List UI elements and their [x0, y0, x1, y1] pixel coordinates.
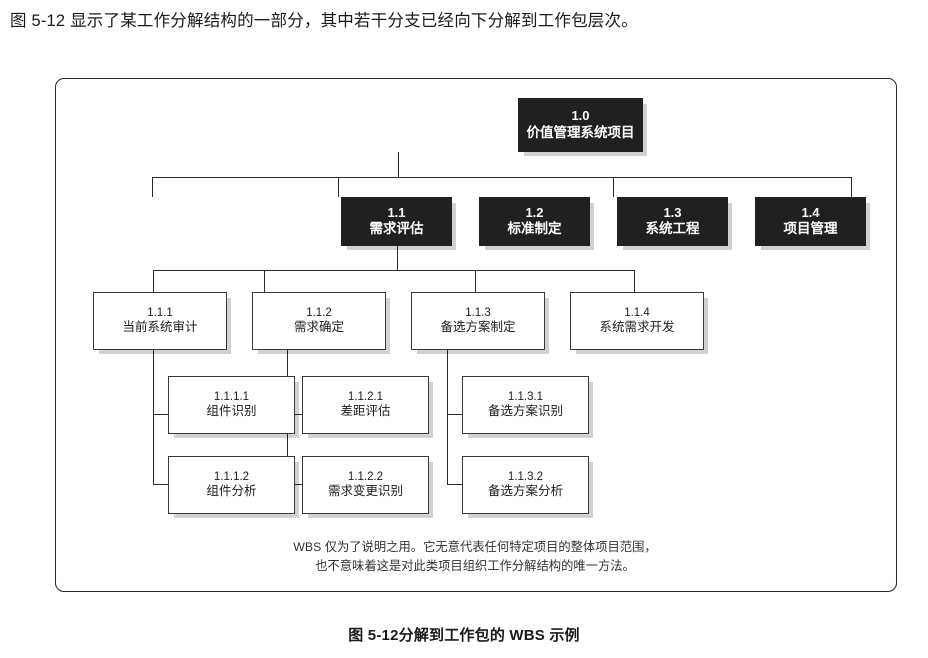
wbs-node-label: 备选方案制定	[440, 320, 516, 335]
wbs-node-1-1-1-2[interactable]: 1.1.1.2 组件分析	[168, 456, 295, 514]
wbs-node-label: 项目管理	[783, 221, 838, 237]
connector-to-1-2	[338, 177, 340, 197]
wbs-node-code: 1.1.2	[306, 307, 332, 319]
wbs-node-label: 组件分析	[206, 484, 257, 499]
footnote-line-1: WBS 仅为了说明之用。它无意代表任何特定项目的整体项目范围，	[293, 540, 657, 554]
wbs-node-code: 1.1.2.1	[347, 391, 384, 403]
wbs-node-label: 备选方案分析	[487, 484, 563, 499]
wbs-node-label: 需求变更识别	[327, 484, 403, 499]
wbs-node-label: 当前系统审计	[122, 320, 198, 335]
wbs-node-code: 1.2	[525, 204, 544, 220]
wbs-node-code: 1.3	[663, 204, 682, 220]
connector-to-1-3	[613, 177, 615, 197]
connector-1-1-3-trunk	[447, 350, 449, 485]
connector-to-1-4	[851, 177, 853, 197]
wbs-node-1-3[interactable]: 1.3 系统工程	[617, 197, 728, 246]
wbs-node-label: 需求确定	[293, 320, 344, 335]
wbs-node-1-1-1-1[interactable]: 1.1.1.1 组件识别	[168, 376, 295, 434]
wbs-node-1-1-1[interactable]: 1.1.1 当前系统审计	[93, 292, 227, 350]
connector-to-1-1-3	[475, 270, 477, 292]
figure-caption: 图 5-12分解到工作包的 WBS 示例	[348, 627, 580, 644]
diagram-frame: 1.0 价值管理系统项目 1.1 需求评估 1.2 标准制定 1.3 系统工程 …	[55, 78, 897, 592]
diagram-footnote: WBS 仅为了说明之用。它无意代表任何特定项目的整体项目范围， 也不意味着这是对…	[230, 538, 720, 576]
wbs-node-code: 1.1.3.2	[507, 471, 544, 483]
wbs-node-code: 1.1.3	[465, 307, 491, 319]
wbs-node-1-1-3-2[interactable]: 1.1.3.2 备选方案分析	[462, 456, 589, 514]
wbs-node-1-1-2-1[interactable]: 1.1.2.1 差距评估	[302, 376, 429, 434]
connector-1-1-drop	[397, 246, 399, 271]
wbs-node-code: 1.0	[571, 108, 590, 124]
wbs-node-code: 1.1.3.1	[507, 391, 544, 403]
connector-1-1-3-2-stub	[447, 484, 462, 486]
wbs-node-code: 1.1.4	[624, 307, 650, 319]
connector-to-1-1-2	[264, 270, 266, 292]
wbs-node-1-2[interactable]: 1.2 标准制定	[479, 197, 590, 246]
connector-1-1-1-1-stub	[153, 414, 168, 416]
wbs-node-1-1-3-1[interactable]: 1.1.3.1 备选方案识别	[462, 376, 589, 434]
wbs-node-1-1-2[interactable]: 1.1.2 需求确定	[252, 292, 386, 350]
connector-level3-bus	[153, 270, 634, 272]
wbs-node-1-0[interactable]: 1.0 价值管理系统项目	[518, 98, 643, 152]
connector-to-1-1-4	[634, 270, 636, 292]
wbs-node-code: 1.1.1	[147, 307, 173, 319]
wbs-node-label: 价值管理系统项目	[526, 124, 635, 140]
wbs-node-1-1-3[interactable]: 1.1.3 备选方案制定	[411, 292, 545, 350]
wbs-node-1-1-4[interactable]: 1.1.4 系统需求开发	[570, 292, 704, 350]
wbs-node-1-1[interactable]: 1.1 需求评估	[341, 197, 452, 246]
connector-level2-bus	[152, 177, 852, 179]
wbs-node-code: 1.1	[387, 204, 406, 220]
footnote-line-2: 也不意味着这是对此类项目组织工作分解结构的唯一方法。	[315, 559, 635, 573]
connector-1-1-1-2-stub	[153, 484, 168, 486]
wbs-node-code: 1.1.1.1	[213, 391, 250, 403]
wbs-node-label: 系统工程	[645, 221, 700, 237]
wbs-node-1-4[interactable]: 1.4 项目管理	[755, 197, 866, 246]
wbs-node-label: 系统需求开发	[599, 320, 675, 335]
wbs-node-code: 1.1.1.2	[213, 471, 250, 483]
connector-root-drop	[398, 152, 400, 178]
wbs-node-code: 1.1.2.2	[347, 471, 384, 483]
wbs-node-1-1-2-2[interactable]: 1.1.2.2 需求变更识别	[302, 456, 429, 514]
wbs-node-label: 组件识别	[206, 404, 257, 419]
connector-to-1-1	[152, 177, 154, 197]
wbs-node-label: 差距评估	[340, 404, 391, 419]
wbs-node-label: 备选方案识别	[487, 404, 563, 419]
intro-paragraph: 图 5-12 显示了某工作分解结构的一部分，其中若干分支已经向下分解到工作包层次…	[10, 12, 638, 30]
wbs-node-label: 标准制定	[507, 221, 562, 237]
connector-to-1-1-1	[153, 270, 155, 292]
connector-1-1-1-trunk	[153, 350, 155, 485]
wbs-node-label: 需求评估	[369, 221, 424, 237]
wbs-node-code: 1.4	[801, 204, 820, 220]
connector-1-1-3-1-stub	[447, 414, 462, 416]
